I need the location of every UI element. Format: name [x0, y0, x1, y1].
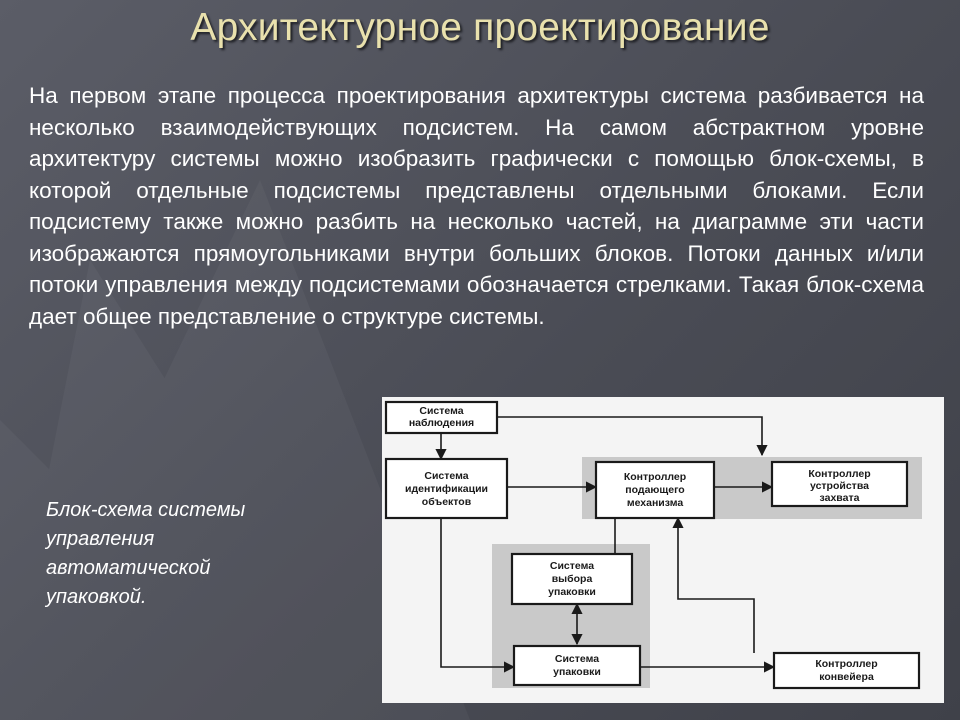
block-observation: Система наблюдения	[384, 400, 499, 435]
connector-identification-to-packing	[440, 518, 516, 673]
block-feeder-controller: Контроллер подающего механизма	[594, 460, 716, 520]
diagram-caption: Блок-схема системы управления автоматиче…	[46, 496, 296, 612]
connector-observation-to-gripper	[497, 416, 768, 457]
block-label: захвата	[820, 492, 860, 504]
caption-line: автоматической	[46, 557, 211, 579]
block-label: Система	[424, 470, 468, 482]
block-label: Контроллер	[808, 468, 870, 480]
block-label: механизма	[627, 497, 684, 509]
block-conveyor-controller: Контроллер конвейера	[772, 651, 921, 690]
block-label: подающего	[625, 484, 684, 496]
block-label: устройства	[810, 480, 869, 492]
block-label: упаковки	[553, 666, 601, 678]
block-package-selection: Система выбора упаковки	[510, 552, 634, 606]
caption-line: упаковкой.	[46, 586, 147, 608]
block-label: идентификации	[405, 483, 488, 495]
block-label: объектов	[422, 496, 472, 508]
block-label: выбора	[552, 573, 593, 585]
body-paragraph: На первом этапе процесса проектирования …	[29, 83, 924, 329]
block-identification: Система идентификации объектов	[384, 457, 509, 520]
block-packing-system: Система упаковки	[512, 644, 642, 687]
block-label: конвейера	[819, 671, 874, 683]
caption-line: управления	[46, 528, 155, 550]
block-label: Система	[555, 653, 599, 665]
block-label: наблюдения	[409, 417, 474, 429]
block-label: Контроллер	[624, 471, 686, 483]
block-label: Контроллер	[815, 658, 877, 670]
caption-line: Блок-схема системы	[46, 499, 246, 521]
block-label: Система	[419, 405, 463, 417]
block-gripper-controller: Контроллер устройства захвата	[770, 460, 909, 508]
block-diagram: Система наблюдения Система идентификации…	[382, 397, 944, 703]
slide-title: Архитектурное проектирование	[190, 6, 770, 49]
connector-conveyor-to-feeder	[672, 516, 755, 653]
block-label: Система	[550, 560, 594, 572]
block-label: упаковки	[548, 586, 596, 598]
